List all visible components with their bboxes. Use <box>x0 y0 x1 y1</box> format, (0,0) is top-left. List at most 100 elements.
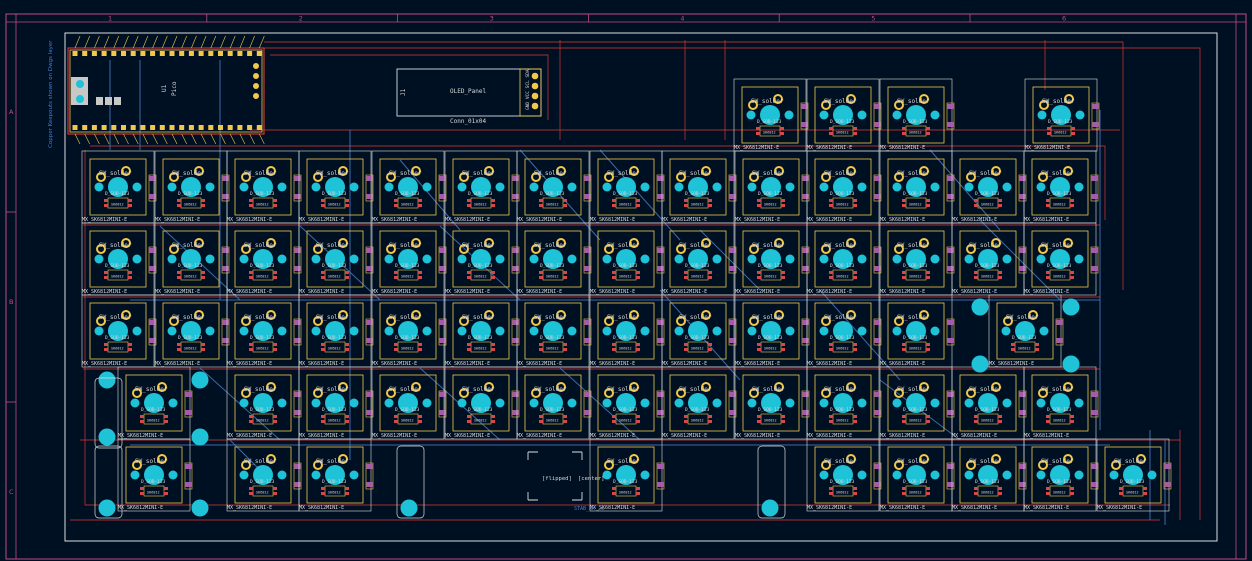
switch-courtyard <box>306 158 364 216</box>
led-pad <box>345 343 349 346</box>
diode-footprint: D_SOD-123 <box>395 263 420 269</box>
switch-side-hole <box>1036 254 1046 264</box>
switch-side-hole <box>640 326 650 336</box>
led-pad <box>612 348 616 351</box>
oled-pin <box>531 82 539 90</box>
switch-side-hole <box>277 470 287 480</box>
switch-side-hole <box>495 398 505 408</box>
led-pad <box>998 492 1002 495</box>
diode-pad <box>1091 194 1098 199</box>
diode-pad <box>366 248 373 253</box>
diode-pad <box>802 338 809 343</box>
led-pad <box>321 343 325 346</box>
led-pad <box>128 343 132 346</box>
diode <box>293 462 302 490</box>
diode-pad <box>584 338 591 343</box>
diode-pad <box>947 320 954 325</box>
led-pad <box>781 204 785 207</box>
mcu-pin <box>101 51 107 56</box>
mcu-side-pin <box>253 73 259 79</box>
led-footprint <box>687 413 709 425</box>
led-pad <box>684 271 688 274</box>
spacebar-stabilizer[interactable]: [flipped] [center] STAB_MX_2u <box>527 451 605 512</box>
oled-footprint[interactable]: J1 OLED_Panel GND VCC SCL SDA Conn_01x04 <box>396 68 542 125</box>
switch-side-hole <box>349 470 359 480</box>
switch-value: SW_solder <box>135 386 168 393</box>
mcu-pin <box>247 51 253 56</box>
switch-center-hole <box>398 321 418 341</box>
diode-pad <box>947 176 954 181</box>
switch-footprint-name: MX_SK6812MINI-E <box>445 217 490 223</box>
mcu-footprint[interactable]: U1 Pico <box>67 35 265 145</box>
switch-courtyard <box>452 230 510 288</box>
switch-side-hole <box>495 326 505 336</box>
switch-footprint-name: MX_SK6812MINI-E <box>82 217 127 223</box>
switch-courtyard <box>1031 158 1089 216</box>
switch-pin <box>774 310 784 320</box>
led-footprint <box>107 269 129 281</box>
mcu-pin-label <box>200 133 207 145</box>
switch-center-hole <box>833 249 853 269</box>
led-pad <box>708 348 712 351</box>
switch-center-hole <box>616 465 636 485</box>
diode-footprint: D_SOD-123 <box>903 479 928 485</box>
switch-value: SW_solder <box>969 170 1002 177</box>
